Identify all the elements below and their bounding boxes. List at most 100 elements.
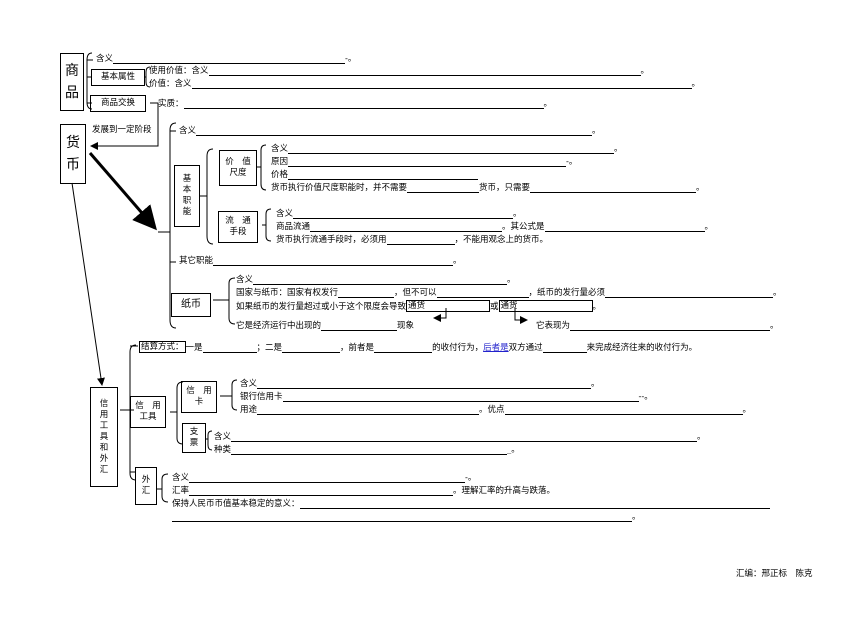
circ-need-label: 货币执行流通手段时，必须用	[276, 235, 387, 245]
blank	[191, 79, 692, 89]
paper-phenomenon-b: 现象	[397, 321, 415, 331]
cheque-kind-row: 种类_。	[214, 445, 520, 455]
measure-reason-label: 原因	[271, 157, 289, 167]
blank	[208, 66, 641, 76]
blank	[321, 321, 398, 331]
cheque-kind-label: 种类	[214, 445, 232, 455]
fx-label-1: 外	[141, 475, 151, 485]
blank	[530, 183, 697, 193]
money-other-label: 其它职能	[179, 256, 214, 266]
blank	[338, 288, 395, 298]
settlement-box: 结算方式：	[139, 341, 186, 353]
settlement-f: 双方通过	[508, 343, 543, 353]
money-basic-func-box: 基 本 职 能	[174, 165, 200, 227]
credit-card-label-2: 卡	[194, 397, 204, 407]
blank	[288, 170, 479, 180]
card-adv-label: 。优点	[479, 405, 505, 415]
credit-title-char: 工	[99, 420, 109, 431]
blank	[172, 512, 632, 522]
blank	[196, 126, 593, 136]
credit-title-char: 信	[99, 398, 109, 409]
measure-need-a: 货币执行价值尺度职能时，并不需要	[271, 183, 408, 193]
deflation-label: 通货	[500, 301, 518, 311]
credit-title-char: 具	[99, 431, 109, 442]
credit-title-box: 信 用 工 具 和 外 汇	[90, 387, 118, 487]
goods-exchange-box: 商品交换	[90, 95, 146, 112]
fx-meaning-row: 含义-。	[172, 473, 477, 483]
footer-editors: 汇编：邢正标 陈克	[736, 569, 813, 579]
card-bank-label: 银行信用卡	[240, 392, 283, 402]
measure-need-row: 货币执行价值尺度职能时，并不需要货币，只需要。	[271, 183, 705, 193]
blank	[504, 405, 743, 415]
measure-label-1: 价 值	[225, 157, 251, 167]
credit-card-label-1: 信 用	[186, 386, 212, 396]
blank	[386, 235, 455, 245]
credit-card-box: 信 用 卡	[181, 381, 217, 413]
fx-label-2: 汇	[141, 486, 151, 496]
cheque-meaning-label: 含义	[214, 432, 232, 442]
money-other-row: 其它职能。	[179, 256, 462, 266]
goods-basic-attr-box: 基本属性	[91, 69, 145, 86]
card-use-label: 用途	[240, 405, 258, 415]
measure-meaning-label: 含义	[271, 144, 289, 154]
paper-money-title: 纸币	[181, 299, 201, 310]
credit-title-char: 用	[99, 409, 109, 420]
fx-rate-row: 汇率。理解汇率的升高与跌落。	[172, 486, 555, 496]
blank	[189, 486, 454, 496]
blank	[113, 54, 346, 64]
paper-over-a: 如果纸币的发行量超过或小于这个限度会导致	[236, 302, 407, 312]
measure-price-row: 价格	[271, 170, 479, 180]
blank	[605, 288, 774, 298]
goods-exchange-label: 商品交换	[100, 98, 135, 108]
goods-title-1: 商	[65, 63, 79, 79]
fx-rate-b: 。理解汇率的升高与跌落。	[453, 486, 556, 496]
blank	[570, 321, 771, 331]
basic-func-char: 能	[182, 207, 192, 217]
blank	[257, 405, 480, 415]
measure-need-b: 货币，只需要	[479, 183, 531, 193]
blank	[213, 256, 454, 266]
goods-use-value-row: 使用价值：含义。	[149, 66, 650, 76]
settlement-d: ，前者是	[340, 343, 375, 353]
goods-title-2: 品	[65, 85, 79, 101]
circ-goods-label: 商品流通	[276, 222, 311, 232]
paper-meaning-label: 含义	[236, 275, 254, 285]
goods-value-label: 价值：含义	[149, 79, 192, 89]
circulation-label-2: 手段	[229, 227, 247, 237]
fx-meaning-label: 含义	[172, 473, 190, 483]
paper-state-a: 国家与纸币：国家有权发行	[236, 288, 339, 298]
blank	[231, 445, 508, 455]
goods-essence-label: 实质：	[158, 99, 184, 109]
blank	[183, 99, 544, 109]
settlement-row: 结算方式：一是；二是，前者是的收付行为，后者是双方通过来完成经济往来的收付行为。	[139, 341, 697, 353]
money-measure-box: 价 值 尺度	[219, 150, 257, 186]
blank	[257, 379, 592, 389]
money-meaning-label: 含义	[179, 126, 197, 136]
money-meaning-row: 含义。	[179, 126, 601, 136]
circ-meaning-label: 含义	[276, 209, 294, 219]
paper-phenomenon-row: 它是经济运行中出现的现象	[236, 321, 414, 331]
basic-func-char: 本	[182, 185, 192, 195]
fx-stable-row-2: 。	[172, 512, 641, 522]
blank	[299, 499, 770, 509]
money-circulation-box: 流 通 手段	[218, 211, 258, 243]
paper-state-b: ，但不可以	[394, 288, 437, 298]
latter-link[interactable]: 后者是	[483, 343, 509, 353]
cheque-label-2: 票	[189, 438, 199, 448]
settlement-e: 的收付行为，	[432, 343, 484, 353]
goods-use-value-label: 使用价值：含义	[149, 66, 209, 76]
blank	[189, 473, 466, 483]
goods-title-box: 商 品	[60, 53, 84, 111]
blank	[542, 343, 587, 353]
measure-reason-row: 原因-。	[271, 157, 578, 167]
circ-meaning-row: 含义。	[276, 209, 522, 219]
paper-over-row: 如果纸币的发行量超过或小于这个限度会导致通货或通货。	[236, 300, 602, 312]
blank	[288, 144, 615, 154]
blank	[202, 343, 257, 353]
circ-formula-label: 。其公式是	[502, 222, 545, 232]
credit-tools-label-1: 信 用	[135, 401, 161, 411]
credit-title-char: 汇	[99, 464, 109, 475]
money-title-box: 货 币	[60, 124, 86, 184]
paper-state-c: ，纸币的发行量必须	[528, 288, 606, 298]
